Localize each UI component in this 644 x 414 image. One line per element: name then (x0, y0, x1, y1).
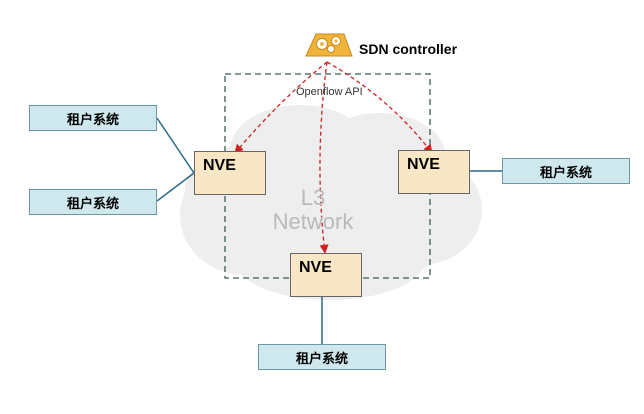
network-label: Network (272, 209, 354, 234)
tenant-system-top-left: 租户系统 (29, 105, 157, 131)
nve-right: NVE (398, 150, 470, 194)
arrow-to-nve-bottom (319, 61, 329, 254)
tenant-system-bottom-left: 租户系统 (29, 189, 157, 215)
link-tenant-1-nve-1 (156, 117, 195, 174)
tenant-system-bottom: 租户系统 (258, 344, 386, 370)
tenant-system-right: 租户系统 (502, 158, 630, 184)
l3-label: L3 (300, 185, 326, 210)
openflow-arrows (234, 61, 433, 254)
l3-network-label: L3 Network (268, 186, 358, 234)
nve-bottom: NVE (290, 253, 362, 297)
link-tenant-2-nve-1 (156, 172, 195, 202)
nve-left: NVE (194, 151, 266, 195)
openflow-api-label: Openflow API (296, 86, 363, 98)
tenant-links (156, 117, 502, 345)
sdn-controller-label: SDN controller (359, 41, 458, 57)
gears-icon (305, 33, 353, 57)
arrow-to-nve-left (234, 61, 328, 154)
arrow-to-nve-right (326, 61, 433, 154)
